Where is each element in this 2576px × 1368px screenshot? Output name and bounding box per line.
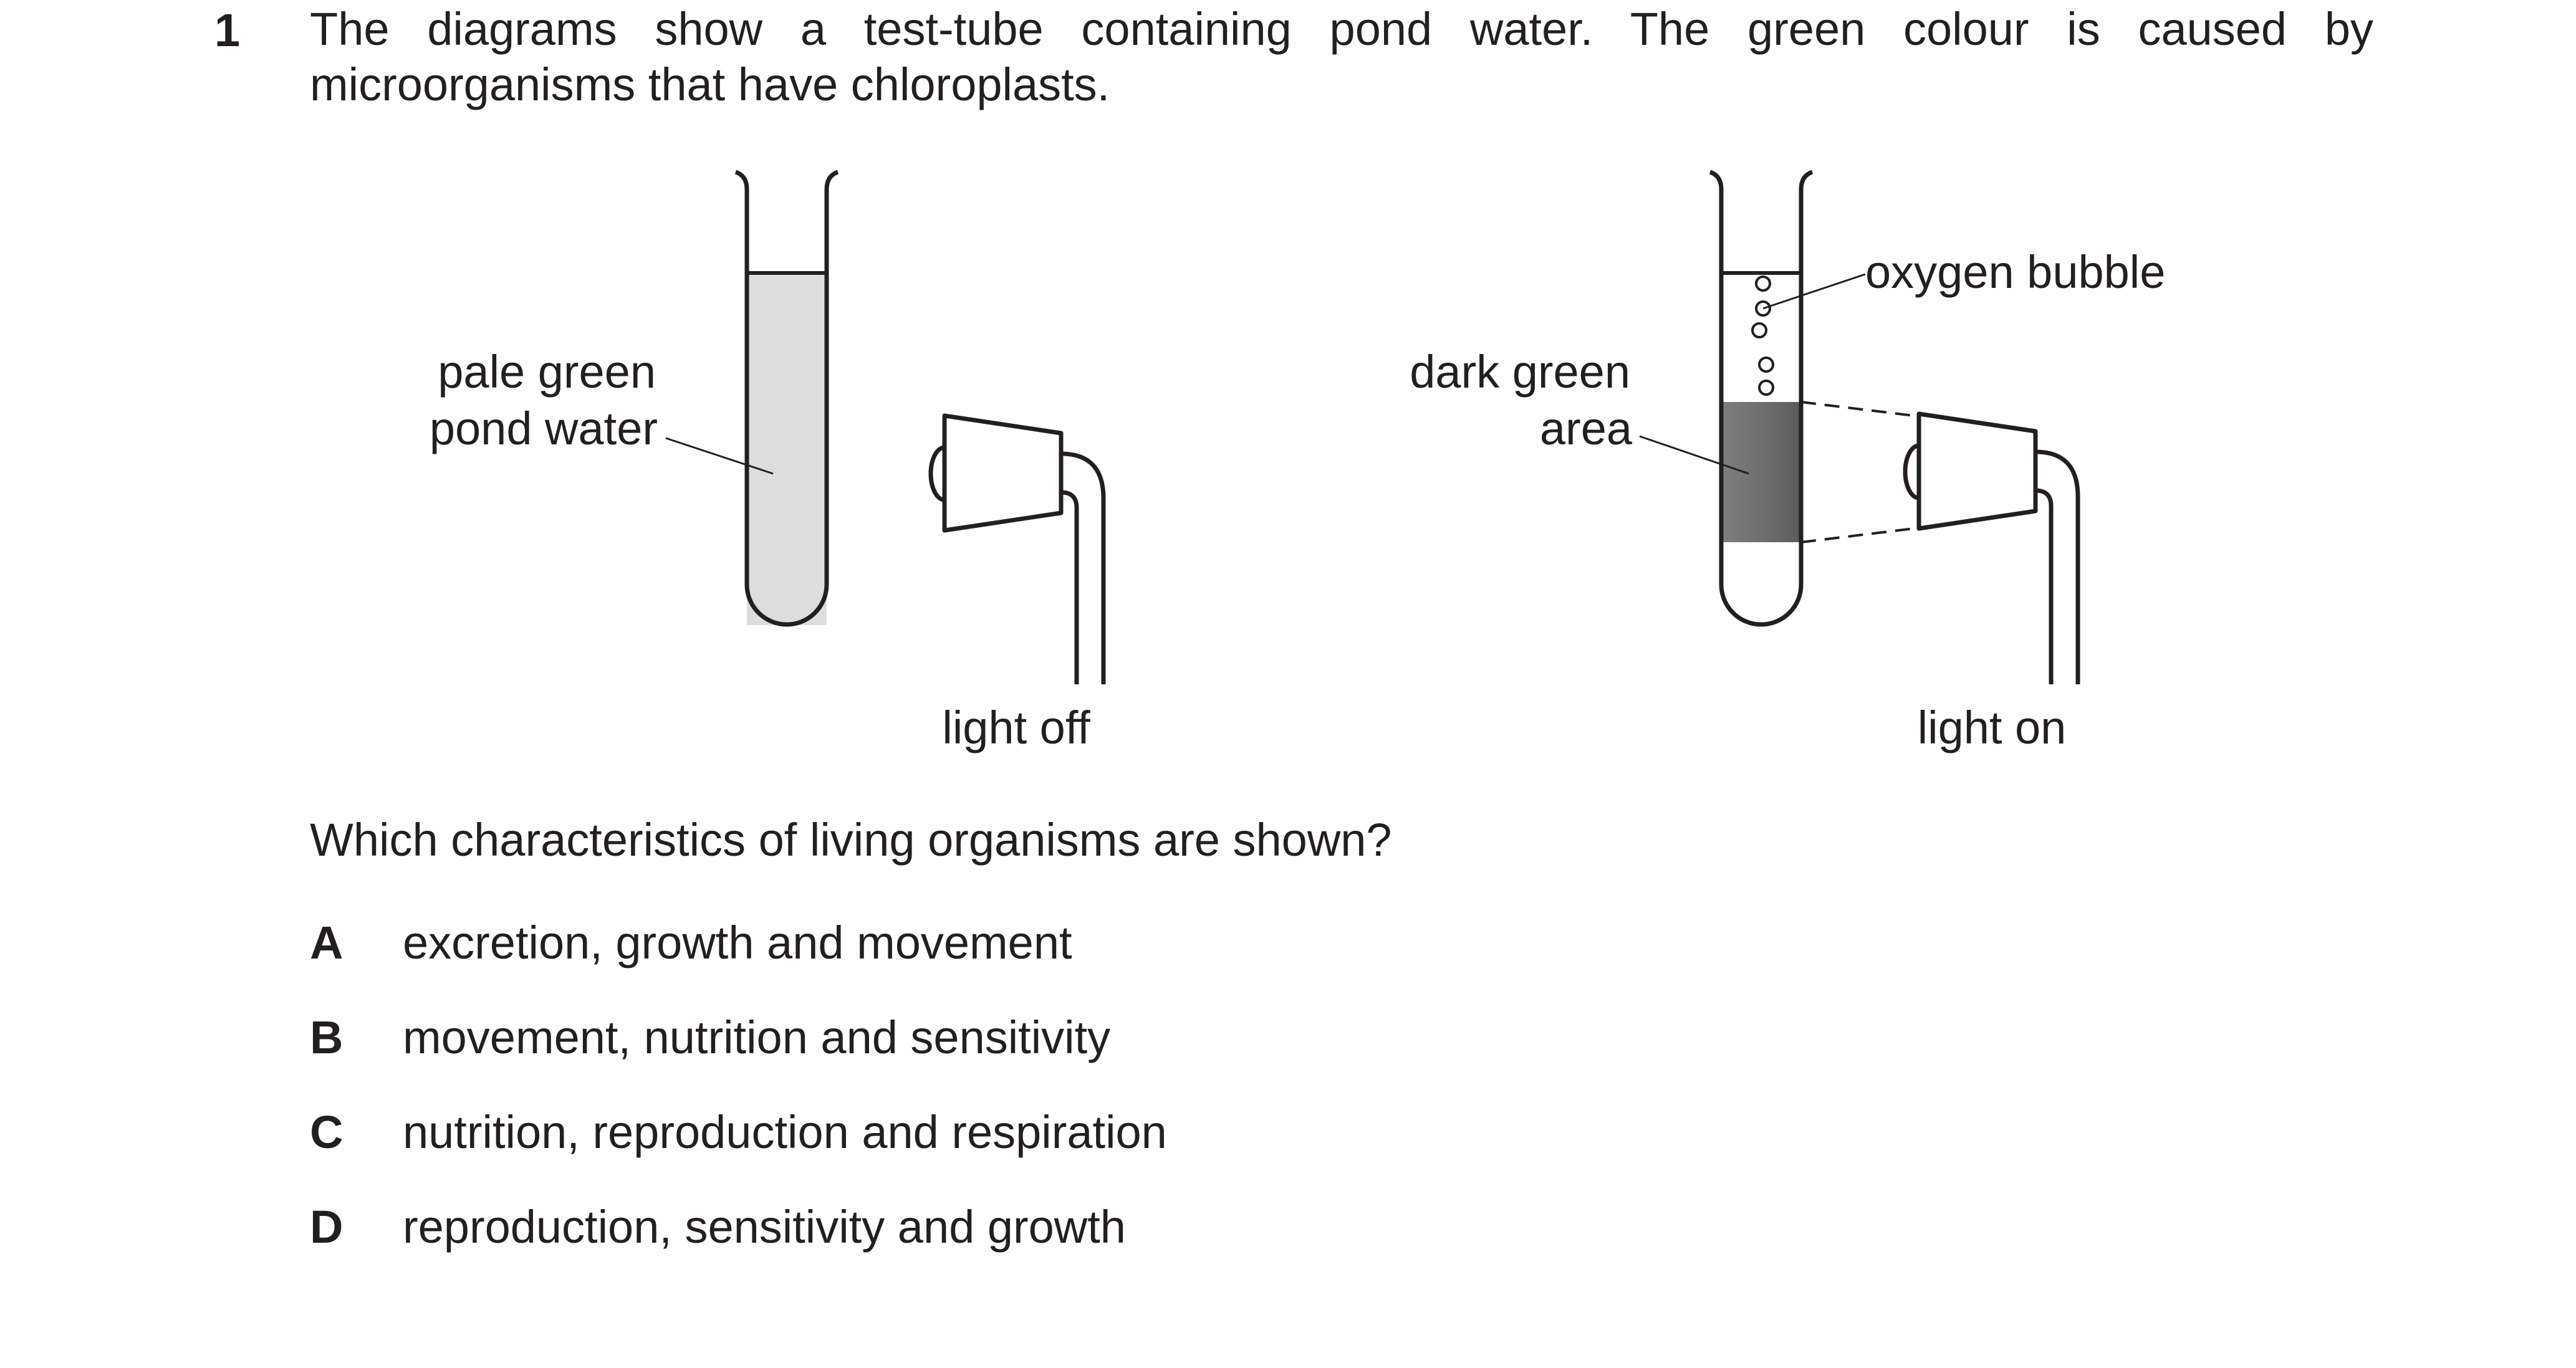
option-letter: D	[310, 1201, 344, 1253]
oxygen-bubble	[1758, 356, 1774, 373]
oxygen-bubble	[1755, 275, 1771, 292]
oxygen-bubbles	[1751, 275, 1774, 396]
pale-green-label-2: pond water	[430, 403, 658, 454]
light-off-caption: light off	[942, 702, 1090, 753]
option-text: nutrition, reproduction and respiration	[403, 1106, 1167, 1158]
lamp-off-shade	[942, 413, 1064, 533]
lamp-off	[928, 413, 1106, 684]
lamp-off-stand-inner	[1060, 490, 1079, 684]
option-text: reproduction, sensitivity and growth	[403, 1201, 1126, 1253]
option-letter: A	[310, 917, 344, 969]
label-pointer-right	[1639, 435, 1749, 475]
dark-green-area	[1721, 402, 1801, 542]
option-text: excretion, growth and movement	[403, 917, 1072, 969]
light-beam-bottom	[1800, 527, 1920, 543]
option-letter: B	[310, 1012, 344, 1063]
test-tube-diagrams: pale green pond water light off oxygen b…	[430, 170, 2165, 753]
lamp-on-bulb-cap	[1903, 443, 1920, 500]
lamp-on	[1903, 411, 2080, 684]
right-diagram: oxygen bubble dark green area light on	[1410, 170, 2165, 753]
dark-green-label-1: dark green	[1410, 346, 1630, 398]
pale-green-water	[747, 273, 827, 625]
option-letter: C	[310, 1106, 344, 1158]
light-on-caption: light on	[1918, 702, 2067, 753]
question-stem-line-1: The diagrams show a test-tube containing…	[310, 3, 2373, 55]
test-tube-right	[1709, 170, 1814, 627]
light-beam-top	[1800, 401, 1920, 418]
dark-green-label-2: area	[1540, 403, 1633, 454]
lamp-on-stand-inner	[2035, 488, 2054, 684]
pale-water-bottom	[747, 585, 827, 624]
test-tube-left	[734, 170, 839, 627]
option-text: movement, nutrition and sensitivity	[403, 1012, 1111, 1063]
lamp-off-bulb-cap	[928, 445, 945, 502]
label-pointer-left	[665, 437, 774, 475]
oxygen-bubble	[1758, 380, 1774, 396]
bubble-label-pointer	[1762, 273, 1866, 310]
lamp-on-stand-outer	[2035, 449, 2080, 684]
left-diagram: pale green pond water light off	[430, 170, 1106, 753]
lamp-on-shade	[1916, 411, 2038, 531]
question-number: 1	[214, 4, 241, 56]
question-stem-line-2: microorganisms that have chloroplasts.	[310, 59, 1110, 110]
lamp-off-stand-outer	[1060, 451, 1106, 684]
question-stem: The diagrams show a test-tube containing…	[310, 1, 2373, 112]
oxygen-bubble-label: oxygen bubble	[1865, 246, 2165, 298]
pale-green-label-1: pale green	[438, 346, 656, 398]
question-prompt: Which characteristics of living organism…	[310, 814, 1392, 866]
oxygen-bubble	[1751, 322, 1767, 338]
oxygen-bubble	[1755, 300, 1771, 317]
